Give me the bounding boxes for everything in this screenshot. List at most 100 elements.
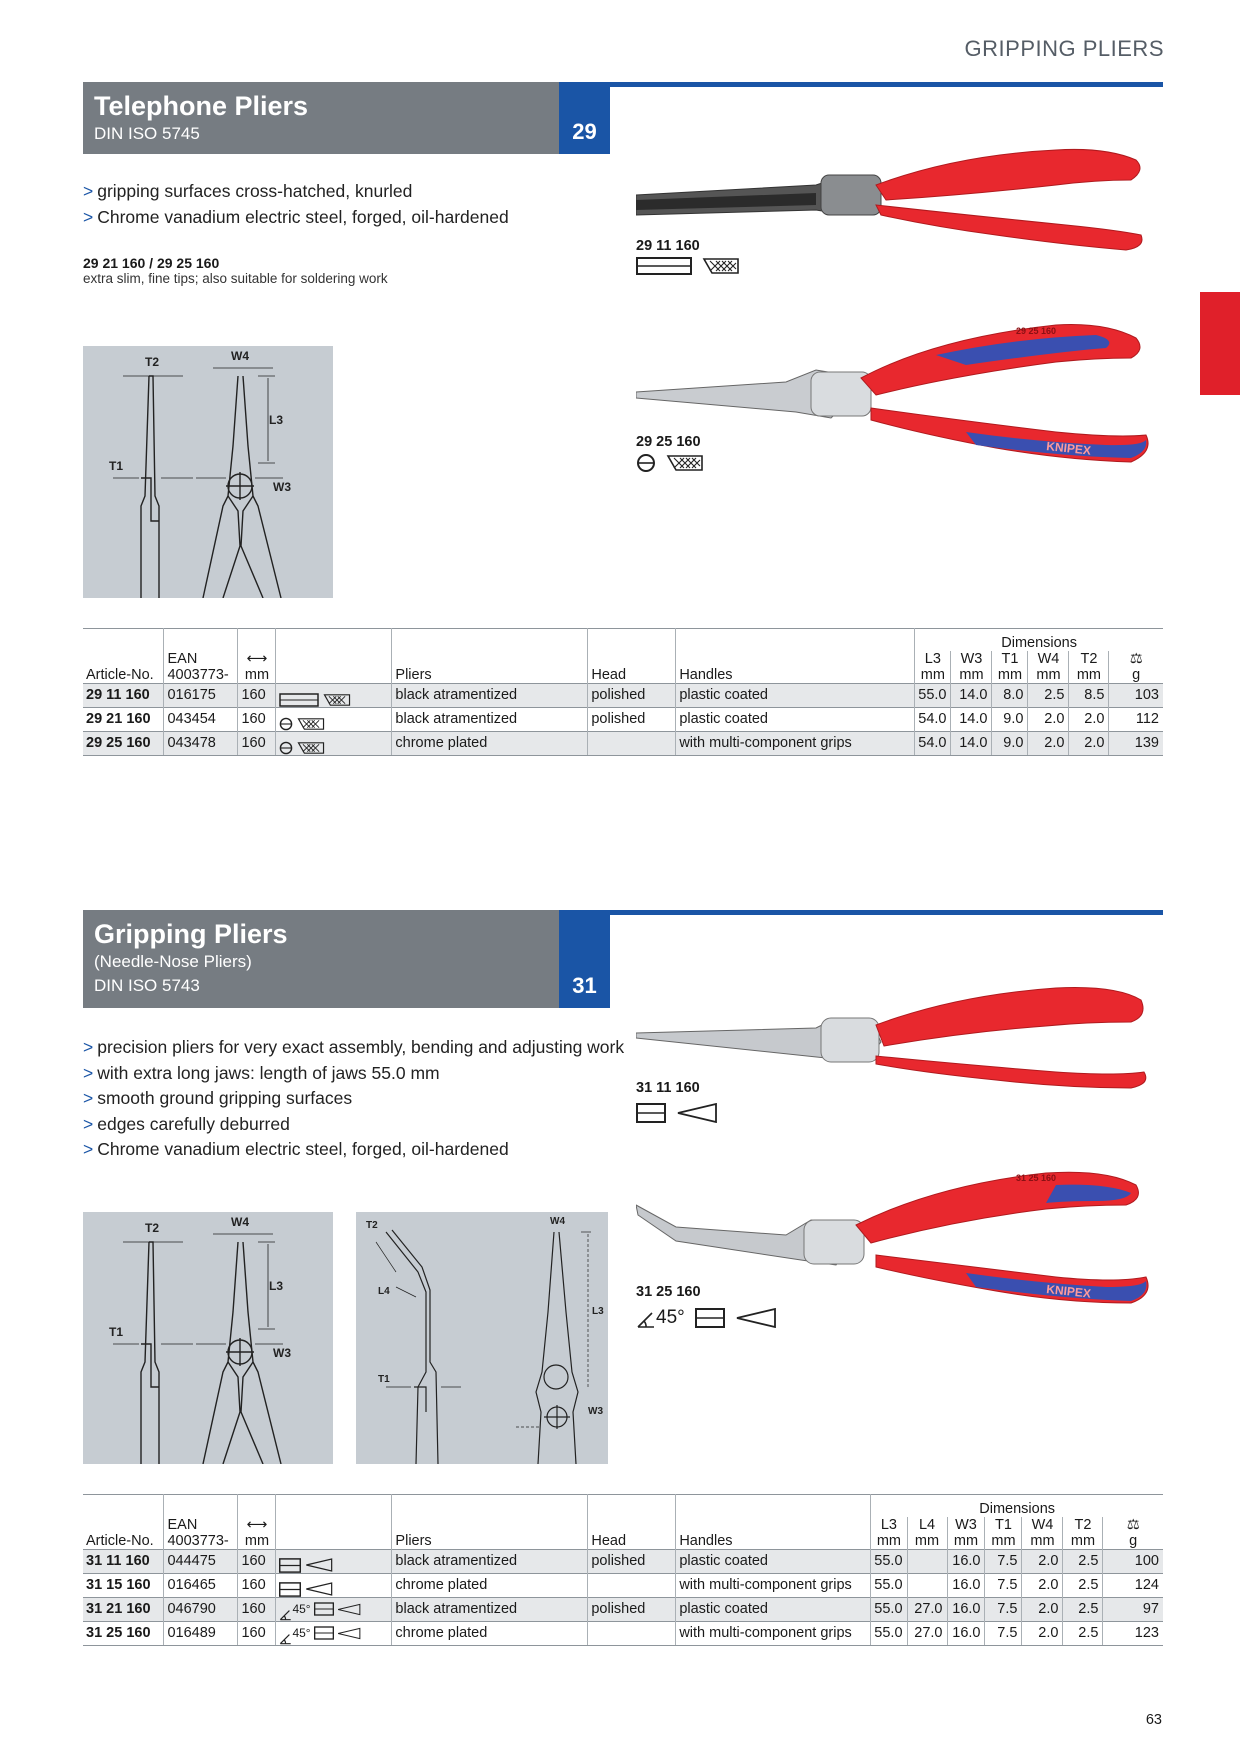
flat-jaw-icon bbox=[636, 1103, 666, 1123]
col-pliers: Pliers bbox=[391, 1516, 588, 1549]
scale-icon: ⚖ bbox=[1126, 1516, 1140, 1533]
scale-icon: ⚖ bbox=[1129, 650, 1143, 667]
svg-text:KNIPEX: KNIPEX bbox=[1046, 439, 1092, 458]
section-number: 29 bbox=[559, 82, 610, 154]
feature-list: >precision pliers for very exact assembl… bbox=[83, 1035, 624, 1163]
pliers-dimension-drawing: T2 W4 L3 T1 W3 bbox=[109, 1215, 291, 1465]
col-head: Head bbox=[587, 650, 676, 683]
list-item: >precision pliers for very exact assembl… bbox=[83, 1037, 625, 1057]
flat-jaw-icon bbox=[279, 1557, 302, 1573]
photo-label: 29 11 160 bbox=[636, 238, 700, 254]
flat-jaw-icon bbox=[313, 1602, 334, 1616]
table-row: 31 15 160 016465 160 chrome plated with … bbox=[83, 1572, 1163, 1597]
page-number: 63 bbox=[1145, 1712, 1162, 1728]
knurled-grip-icon bbox=[666, 455, 703, 471]
dimension-diagram: T2 W4 L3 T1 W3 bbox=[83, 1212, 333, 1465]
page-category: GRIPPING PLIERS bbox=[964, 36, 1164, 61]
angle-45-icon: 45° bbox=[279, 1622, 311, 1645]
double-arrow-icon: ⟷ bbox=[246, 650, 268, 667]
label-t1: T1 bbox=[378, 1374, 390, 1385]
col-weight: ⚖g bbox=[1108, 650, 1163, 683]
label-w4: W4 bbox=[231, 1215, 249, 1229]
knurled-grip-icon bbox=[297, 741, 325, 754]
round-jaw-icon bbox=[280, 717, 293, 730]
jaw-symbols bbox=[636, 1103, 718, 1123]
label-l3: L3 bbox=[592, 1306, 604, 1317]
top-rule bbox=[83, 82, 1163, 87]
label-t2: T2 bbox=[366, 1220, 378, 1231]
list-item: >with extra long jaws: length of jaws 55… bbox=[83, 1062, 440, 1083]
product-photo-31-11-160 bbox=[636, 987, 1147, 1089]
col-article: Article-No. bbox=[86, 666, 154, 683]
flat-jaw-icon bbox=[313, 1626, 334, 1640]
flat-jaw-icon bbox=[279, 692, 320, 707]
knurled-grip-icon bbox=[702, 258, 739, 274]
table-row: 29 11 160 016175 160 black atramentized … bbox=[83, 682, 1163, 707]
pliers-dimension-drawing: T2 W4 L3 T1 W3 bbox=[109, 349, 291, 599]
label-w4: W4 bbox=[550, 1216, 565, 1227]
col-pliers: Pliers bbox=[391, 650, 588, 683]
tapered-jaw-icon bbox=[337, 1627, 360, 1639]
angle-45-icon: 45° bbox=[279, 1598, 311, 1621]
knurled-grip-icon bbox=[297, 717, 325, 730]
svg-text:KNIPEX: KNIPEX bbox=[1046, 1282, 1092, 1301]
list-item: >Chrome vanadium electric steel, forged,… bbox=[83, 206, 509, 227]
product-photo-29-11-160 bbox=[636, 148, 1143, 251]
section-standard: DIN ISO 5743 bbox=[94, 976, 200, 995]
side-tab bbox=[1200, 292, 1240, 395]
tapered-jaw-icon bbox=[306, 1558, 333, 1572]
col-head: Head bbox=[587, 1516, 676, 1549]
section-number: 31 bbox=[559, 910, 610, 1008]
dimensions-header: Dimensions bbox=[914, 628, 1163, 651]
dimension-diagram: T2 W4 L3 T1 W3 bbox=[83, 346, 333, 599]
jaw-symbols: 45° bbox=[636, 1307, 777, 1329]
jaw-symbols bbox=[636, 257, 740, 275]
product-photo-31-25-160: KNIPEX 31 25 160 bbox=[636, 1171, 1149, 1304]
feature-list: >gripping surfaces cross-hatched, knurle… bbox=[83, 179, 509, 230]
label-w3: W3 bbox=[273, 480, 291, 494]
svg-text:31 25 160: 31 25 160 bbox=[1016, 1173, 1056, 1183]
dimensions-header: Dimensions bbox=[870, 1494, 1163, 1517]
label-t1: T1 bbox=[109, 1325, 123, 1339]
tapered-jaw-icon bbox=[677, 1103, 717, 1123]
product-note: 29 21 160 / 29 25 160 extra slim, fine t… bbox=[83, 255, 388, 286]
table-row: 31 11 160 044475 160 black atramentized … bbox=[83, 1548, 1163, 1573]
label-w3: W3 bbox=[273, 1346, 291, 1360]
angled-pliers-dimension-drawing: T2 W4 L3 L4 T1 W3 bbox=[366, 1216, 604, 1465]
col-length: ⟷mm bbox=[237, 1516, 276, 1549]
tapered-jaw-icon bbox=[736, 1308, 776, 1328]
label-l4: L4 bbox=[378, 1286, 390, 1297]
product-photo-29-25-160: KNIPEX 29 25 160 bbox=[636, 324, 1149, 463]
list-item: >smooth ground gripping surfaces bbox=[83, 1088, 353, 1108]
table-row: 29 25 160 043478 160 chrome plated with … bbox=[83, 730, 1163, 756]
round-jaw-icon bbox=[637, 454, 655, 472]
label-l3: L3 bbox=[269, 413, 283, 427]
tapered-jaw-icon bbox=[337, 1603, 360, 1615]
section-title: Telephone Pliers bbox=[94, 91, 309, 121]
col-length: ⟷mm bbox=[237, 650, 276, 683]
table-row: 29 21 160 043454 160 black atramentized … bbox=[83, 706, 1163, 731]
table-row: 31 21 160 046790 160 45° black atramenti… bbox=[83, 1596, 1163, 1621]
table-row: 31 25 160 016489 160 45° chrome plated w… bbox=[83, 1620, 1163, 1646]
section-title: Gripping Pliers bbox=[94, 919, 288, 949]
label-w3: W3 bbox=[588, 1406, 603, 1417]
flat-jaw-icon bbox=[636, 257, 692, 275]
round-jaw-icon bbox=[280, 741, 293, 754]
section-header: Telephone Pliers DIN ISO 5745 bbox=[83, 82, 559, 154]
section-subtitle: (Needle-Nose Pliers) bbox=[94, 952, 252, 971]
top-rule bbox=[83, 910, 1163, 915]
label-t1: T1 bbox=[109, 459, 123, 473]
label-w4: W4 bbox=[231, 349, 249, 363]
col-symbols bbox=[275, 1516, 392, 1549]
